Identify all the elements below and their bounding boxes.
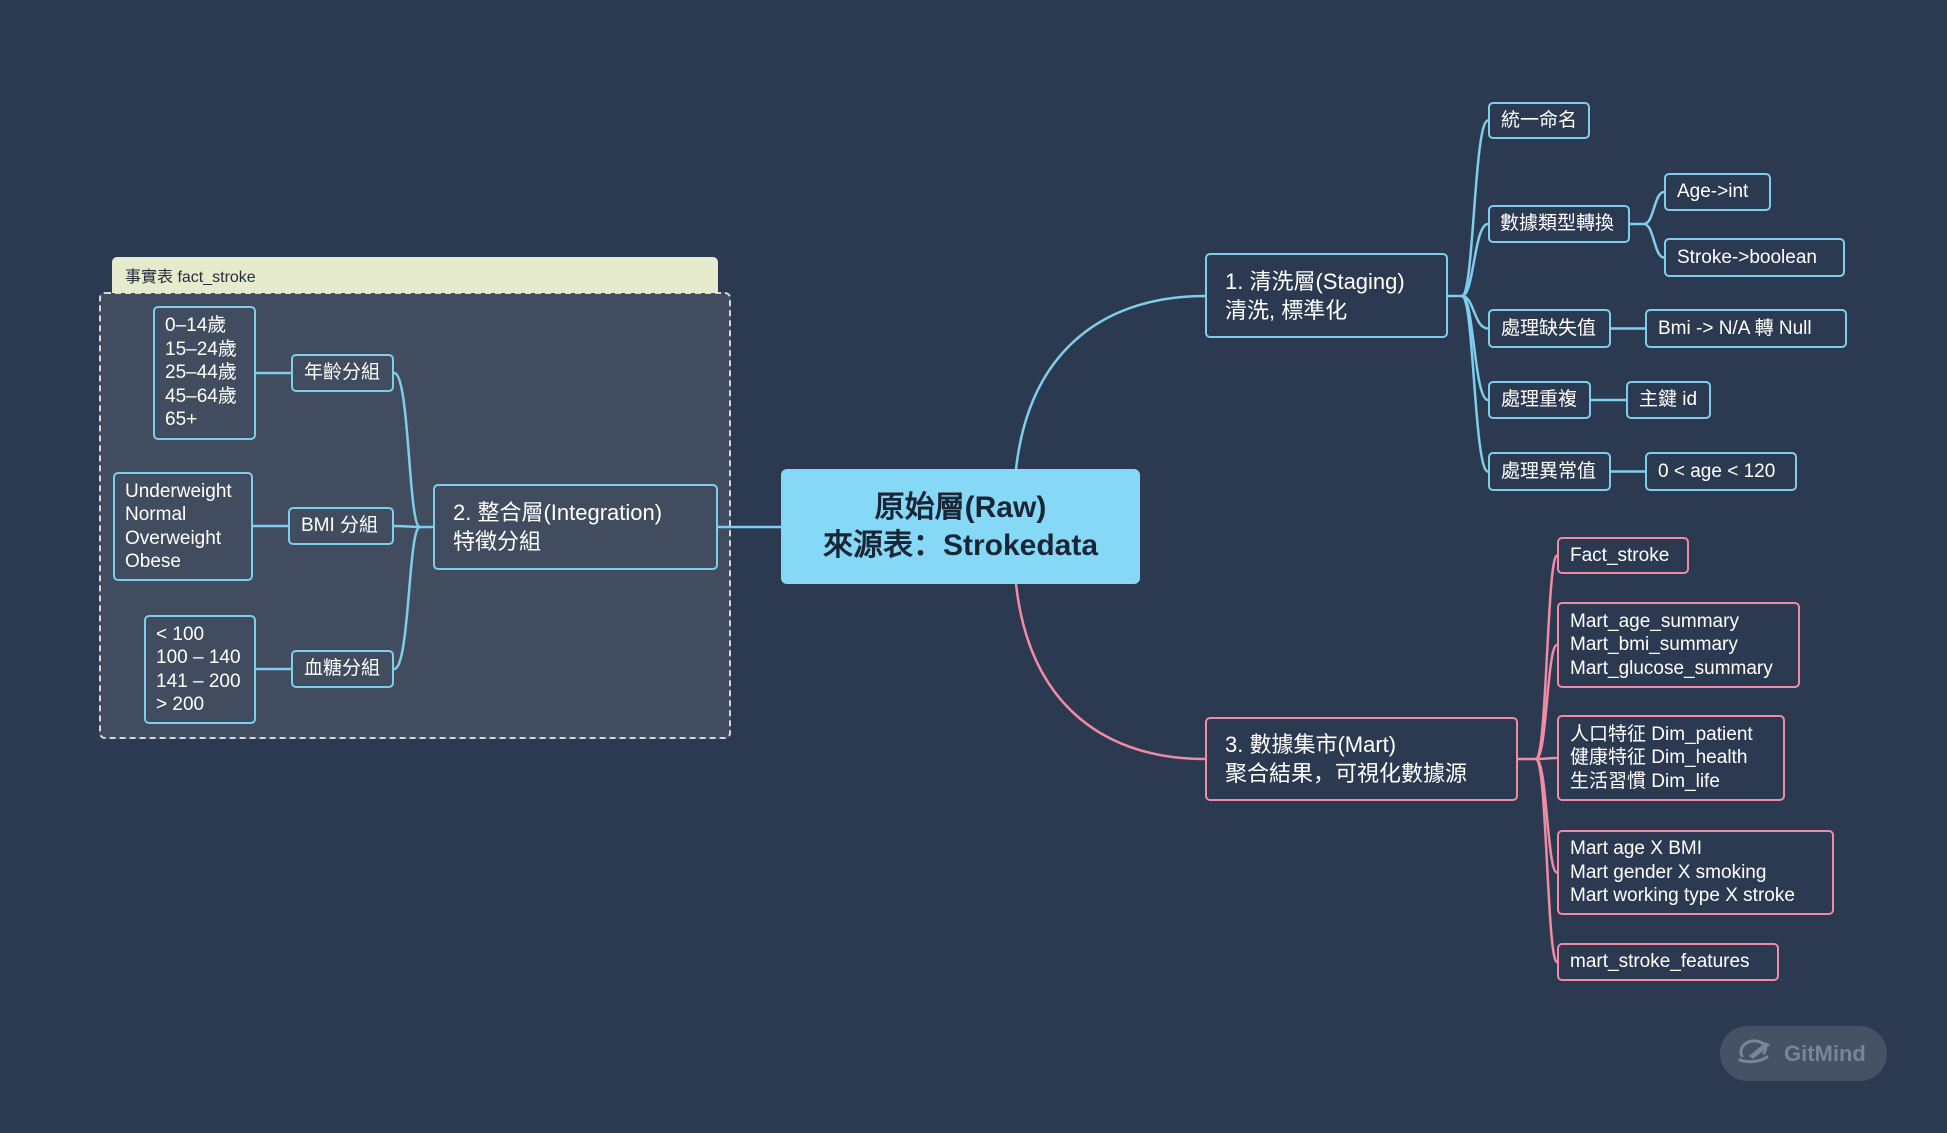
connector-integration-child bbox=[392, 524, 422, 529]
staging-title: 1. 清洗層(Staging) bbox=[1225, 268, 1405, 294]
topic-age-range-check[interactable]: 0 < age < 120 bbox=[1645, 452, 1797, 491]
integration-title: 2. 整合層(Integration) bbox=[453, 500, 663, 525]
connector-staging-child bbox=[1460, 294, 1490, 473]
topic-fact-stroke[interactable]: Fact_stroke bbox=[1557, 537, 1689, 574]
topic-label: Stroke->boolean bbox=[1677, 246, 1817, 268]
watermark-text: GitMind bbox=[1784, 1040, 1866, 1066]
topic-line: Mart working type X stroke bbox=[1570, 885, 1795, 907]
topic-label: 血糖分組 bbox=[304, 658, 381, 680]
mart-node[interactable]: 3. 數據集市(Mart) 聚合結果，可視化數據源 bbox=[1205, 717, 1518, 801]
connector-mart-child bbox=[1534, 756, 1559, 761]
topic-label: 處理異常值 bbox=[1501, 460, 1597, 482]
connector-staging-child bbox=[1446, 119, 1490, 298]
topic-line: Mart age X BMI bbox=[1570, 838, 1702, 860]
connector-mart-child bbox=[1534, 643, 1559, 761]
topic-line: Overweight bbox=[125, 527, 222, 549]
topic-line: 生活習慣 Dim_life bbox=[1570, 770, 1720, 792]
staging-node[interactable]: 1. 清洗層(Staging) 清洗, 標準化 bbox=[1205, 253, 1448, 338]
staging-subtitle: 清洗, 標準化 bbox=[1225, 297, 1348, 323]
group-label-text: 事實表 fact_stroke bbox=[125, 269, 256, 286]
mart-subtitle: 聚合結果，可視化數據源 bbox=[1225, 761, 1468, 786]
topic-line: Mart gender X smoking bbox=[1570, 861, 1767, 883]
topic-mart-stroke-features[interactable]: mart_stroke_features bbox=[1557, 943, 1779, 981]
connector-central-staging bbox=[1014, 294, 1207, 471]
mart-title: 3. 數據集市(Mart) bbox=[1225, 732, 1397, 757]
topic-line: 15–24歲 bbox=[165, 338, 237, 360]
topic-unify-naming[interactable]: 統一命名 bbox=[1488, 102, 1590, 139]
topic-age-group[interactable]: 年齡分組 bbox=[291, 354, 394, 392]
topic-label: Bmi -> N/A 轉 Null bbox=[1658, 317, 1812, 339]
connector-integration-child bbox=[392, 371, 435, 529]
connector-type-conversion-child bbox=[1642, 222, 1666, 259]
topic-dimensions[interactable]: 人口特征 Dim_patient 健康特征 Dim_health 生活習慣 Di… bbox=[1557, 715, 1785, 801]
topic-primary-key-id[interactable]: 主鍵 id bbox=[1626, 381, 1711, 419]
topic-bmi-na-to-null[interactable]: Bmi -> N/A 轉 Null bbox=[1645, 309, 1847, 348]
topic-label: 統一命名 bbox=[1501, 109, 1578, 131]
topic-line: 人口特征 Dim_patient bbox=[1570, 723, 1753, 745]
topic-line: Mart_glucose_summary bbox=[1570, 657, 1773, 679]
topic-label: 處理重複 bbox=[1501, 389, 1578, 411]
topic-line: 141 – 200 bbox=[156, 670, 241, 692]
topic-line: < 100 bbox=[156, 623, 205, 645]
connector-integration-child bbox=[392, 525, 422, 671]
group-label: 事實表 fact_stroke bbox=[112, 257, 718, 293]
topic-bmi-group-values[interactable]: Underweight Normal Overweight Obese bbox=[113, 472, 253, 581]
topic-stroke-to-boolean[interactable]: Stroke->boolean bbox=[1664, 238, 1845, 277]
connector-type-conversion-child bbox=[1628, 190, 1666, 226]
topic-label: 處理缺失值 bbox=[1501, 317, 1597, 339]
topic-mart-crosstabs[interactable]: Mart age X BMI Mart gender X smoking Mar… bbox=[1557, 830, 1834, 915]
topic-line: 0–14歲 bbox=[165, 315, 227, 337]
integration-node[interactable]: 2. 整合層(Integration) 特徵分組 bbox=[433, 484, 718, 570]
topic-handle-duplicates[interactable]: 處理重複 bbox=[1488, 381, 1591, 419]
topic-line: mart_stroke_features bbox=[1570, 951, 1750, 973]
connector-mart-child bbox=[1534, 757, 1559, 964]
topic-label: 0 < age < 120 bbox=[1658, 460, 1776, 482]
central-node[interactable]: 原始層(Raw) 來源表：Strokedata bbox=[781, 469, 1140, 584]
topic-line: Mart_bmi_summary bbox=[1570, 634, 1738, 656]
topic-line: Normal bbox=[125, 504, 187, 525]
topic-line: 100 – 140 bbox=[156, 647, 241, 668]
topic-age-to-int[interactable]: Age->int bbox=[1664, 173, 1771, 211]
topic-line: Mart_age_summary bbox=[1570, 610, 1739, 632]
topic-label: 年齡分組 bbox=[304, 362, 381, 384]
topic-label: 數據類型轉換 bbox=[1500, 213, 1615, 235]
topic-age-group-values[interactable]: 0–14歲 15–24歲 25–44歲 45–64歲 65+ bbox=[153, 306, 256, 440]
topic-line: Fact_stroke bbox=[1570, 544, 1670, 566]
topic-line: 65+ bbox=[165, 409, 198, 431]
topic-line: > 200 bbox=[156, 694, 205, 715]
topic-line: 健康特征 Dim_health bbox=[1570, 747, 1748, 769]
central-title: 原始層(Raw) bbox=[874, 490, 1047, 524]
gitmind-logo-icon bbox=[1736, 1036, 1774, 1071]
topic-line: 45–64歲 bbox=[165, 385, 237, 407]
gitmind-watermark: GitMind bbox=[1720, 1026, 1887, 1081]
connector-staging-child bbox=[1460, 222, 1490, 298]
integration-subtitle: 特徵分組 bbox=[453, 529, 542, 554]
topic-glucose-group-values[interactable]: < 100 100 – 140 141 – 200 > 200 bbox=[144, 615, 256, 724]
topic-line: 25–44歲 bbox=[165, 362, 237, 384]
topic-mart-summaries[interactable]: Mart_age_summary Mart_bmi_summary Mart_g… bbox=[1557, 602, 1800, 688]
topic-label: Age->int bbox=[1677, 181, 1749, 203]
topic-line: Underweight bbox=[125, 480, 232, 502]
topic-label: 主鍵 id bbox=[1639, 389, 1698, 411]
topic-bmi-group[interactable]: BMI 分組 bbox=[288, 507, 394, 545]
connector-central-mart bbox=[1014, 582, 1207, 761]
central-subtitle: 來源表：Strokedata bbox=[822, 528, 1099, 562]
topic-label: BMI 分組 bbox=[301, 515, 379, 537]
topic-handle-missing[interactable]: 處理缺失值 bbox=[1488, 309, 1611, 348]
topic-line: Obese bbox=[125, 551, 181, 572]
topic-handle-outliers[interactable]: 處理異常值 bbox=[1488, 452, 1611, 491]
topic-glucose-group[interactable]: 血糖分組 bbox=[291, 650, 394, 688]
topic-type-conversion[interactable]: 數據類型轉換 bbox=[1488, 205, 1630, 243]
